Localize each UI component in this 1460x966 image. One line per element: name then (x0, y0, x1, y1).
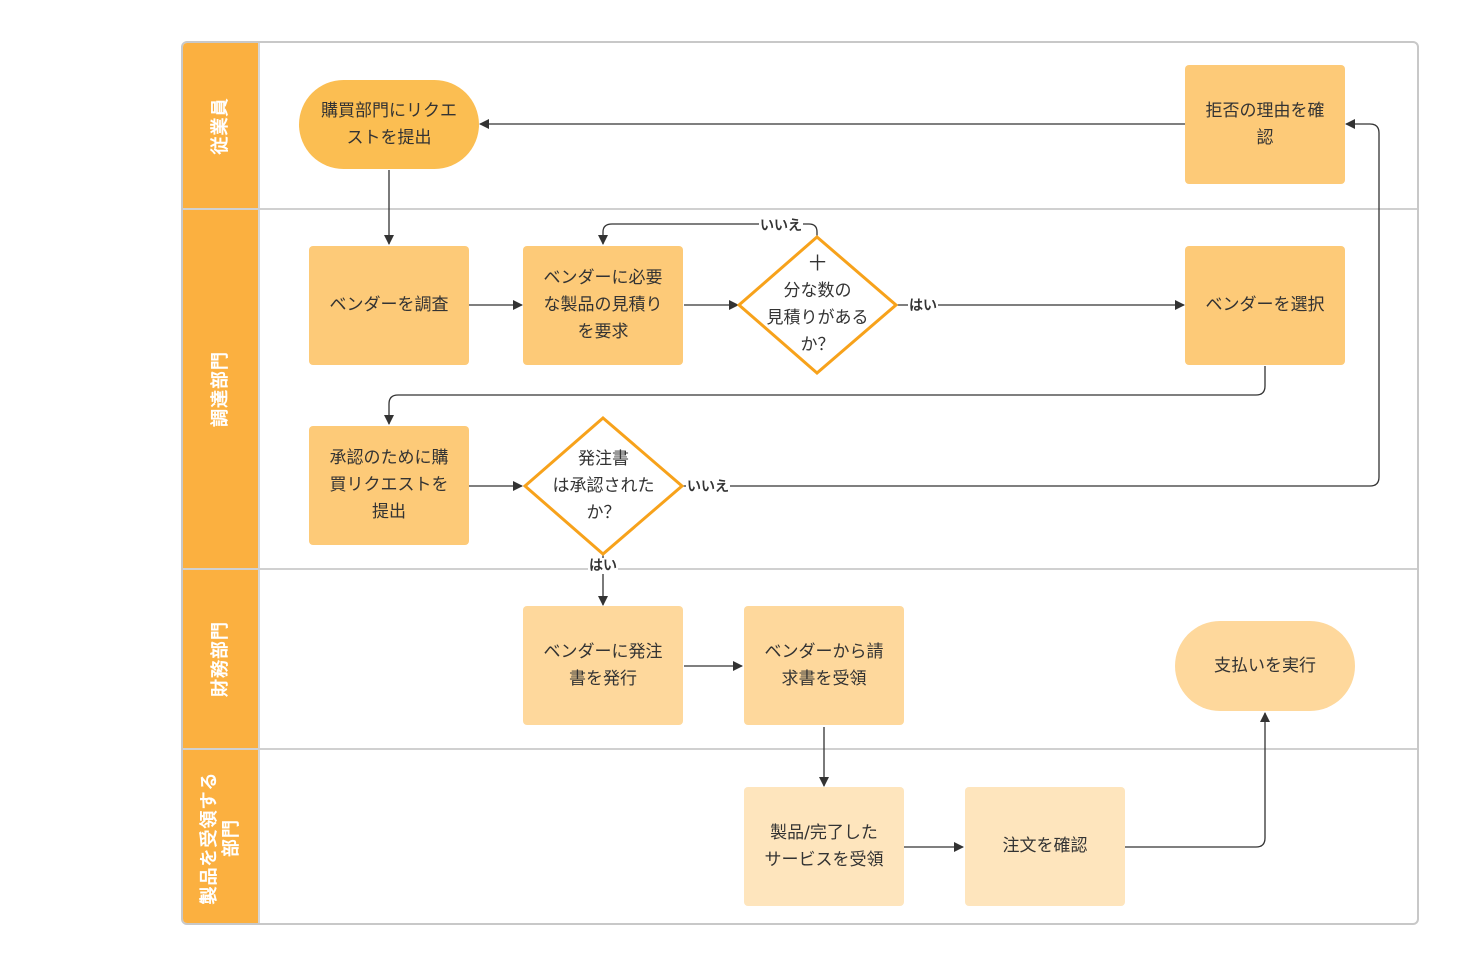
node-request-quotes[interactable]: ベンダーに必要 な製品の見積り を要求 (523, 246, 683, 365)
decision-po-approved-shape (522, 416, 685, 556)
lane-divider (183, 748, 1417, 750)
decision-enough-quotes-label[interactable]: 十 分な数の 見積りがある か？ (766, 254, 869, 355)
edge-decision-no-loop (598, 223, 818, 245)
edge-label-yes-quotes: はい (908, 298, 938, 314)
node-confirm-reason[interactable]: 拒否の理由を確 認 (1185, 65, 1345, 184)
node-issue-po[interactable]: ベンダーに発注 書を発行 (523, 606, 683, 725)
node-confirm-order[interactable]: 注文を確認 (965, 787, 1125, 906)
edge-approval-no-to-reason (682, 119, 1380, 487)
edge-label-no-quotes: いいえ (759, 218, 803, 234)
edge-select-to-approval (384, 366, 1266, 425)
lane-header-procurement: 調達部門 (183, 209, 260, 569)
edge-confirm-to-payment (1125, 712, 1270, 848)
lane-divider (183, 568, 1417, 570)
edge-label-no-approval: いいえ (686, 479, 730, 495)
lane-header-finance: 財務部門 (183, 569, 260, 749)
node-submit-for-approval[interactable]: 承認のために購 買リクエストを 提出 (309, 426, 469, 545)
edge-label-yes-approval: はい (588, 558, 618, 574)
node-submit-request[interactable]: 購買部門にリクエ ストを提出 (299, 80, 479, 169)
node-select-vendor[interactable]: ベンダーを選択 (1185, 246, 1345, 365)
decision-po-approved-label[interactable]: 発注書 は承認された か？ (552, 448, 655, 523)
node-make-payment[interactable]: 支払いを実行 (1175, 621, 1355, 711)
lane-header-receiving: 製品を受領する 部門 (183, 749, 260, 923)
node-receive-product[interactable]: 製品/完了した サービスを受領 (744, 787, 904, 906)
lane-header-employee: 従業員 (183, 43, 260, 209)
node-research-vendors[interactable]: ベンダーを調査 (309, 246, 469, 365)
lane-divider (183, 208, 1417, 210)
node-receive-invoice[interactable]: ベンダーから請 求書を受領 (744, 606, 904, 725)
decision-enough-quotes-shape (736, 235, 899, 375)
